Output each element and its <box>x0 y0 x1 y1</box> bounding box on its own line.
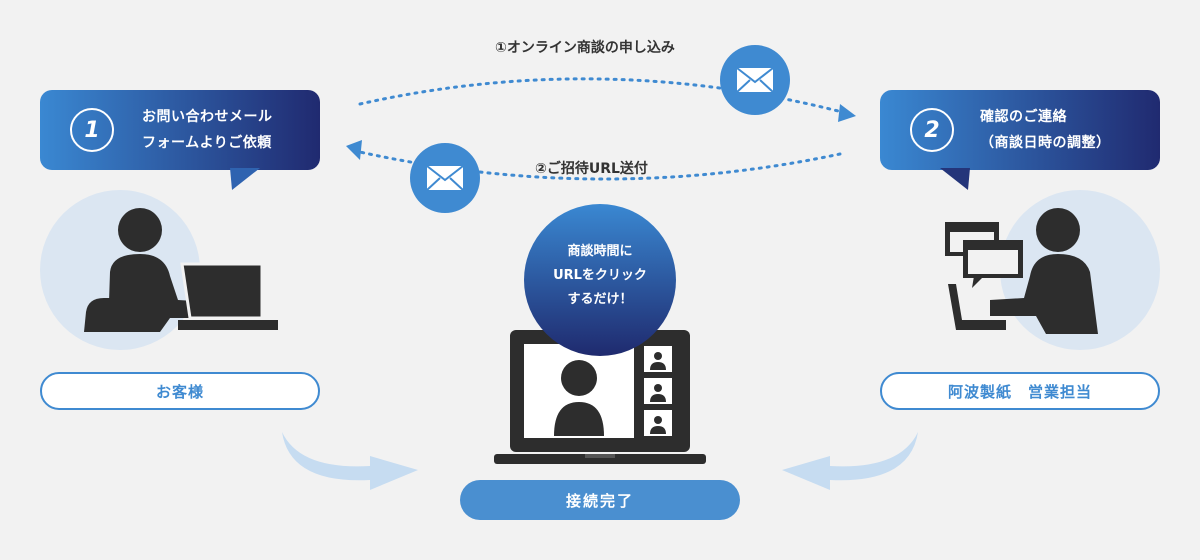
step-2-number: 2 <box>910 108 954 152</box>
envelope-icon-top <box>720 45 790 115</box>
laptop-illustration <box>494 330 706 464</box>
center-callout-text: 商談時間に URLをクリック するだけ！ <box>522 240 678 312</box>
flow-label-bottom: ②ご招待URL送付 <box>535 161 648 177</box>
connection-complete-label: 接続完了 <box>460 480 740 520</box>
step-2-line-1: 確認のご連絡 <box>980 109 1067 125</box>
center-line-1: 商談時間に <box>567 244 633 259</box>
center-line-2: URLをクリック <box>553 268 647 283</box>
sales-illustration <box>945 190 1160 350</box>
merge-arrow-right <box>782 432 918 490</box>
step-1-line-1: お問い合わせメール <box>142 109 273 125</box>
customer-illustration <box>40 190 278 350</box>
step-1-bubble <box>40 90 320 190</box>
step-1-line-2: フォームよりご依頼 <box>142 135 272 151</box>
step-2-line-2: （商談日時の調整） <box>980 135 1111 151</box>
center-line-3: するだけ！ <box>567 292 633 307</box>
step-2-bubble <box>880 90 1160 190</box>
step-1-number: 1 <box>70 108 114 152</box>
center-callout-circle <box>524 204 676 356</box>
envelope-icon-bottom <box>410 143 480 213</box>
customer-label: お客様 <box>40 372 320 410</box>
merge-arrow-left <box>282 432 418 490</box>
flow-label-top: ①オンライン商談の申し込み <box>495 40 675 56</box>
sales-label: 阿波製紙 営業担当 <box>880 372 1160 410</box>
